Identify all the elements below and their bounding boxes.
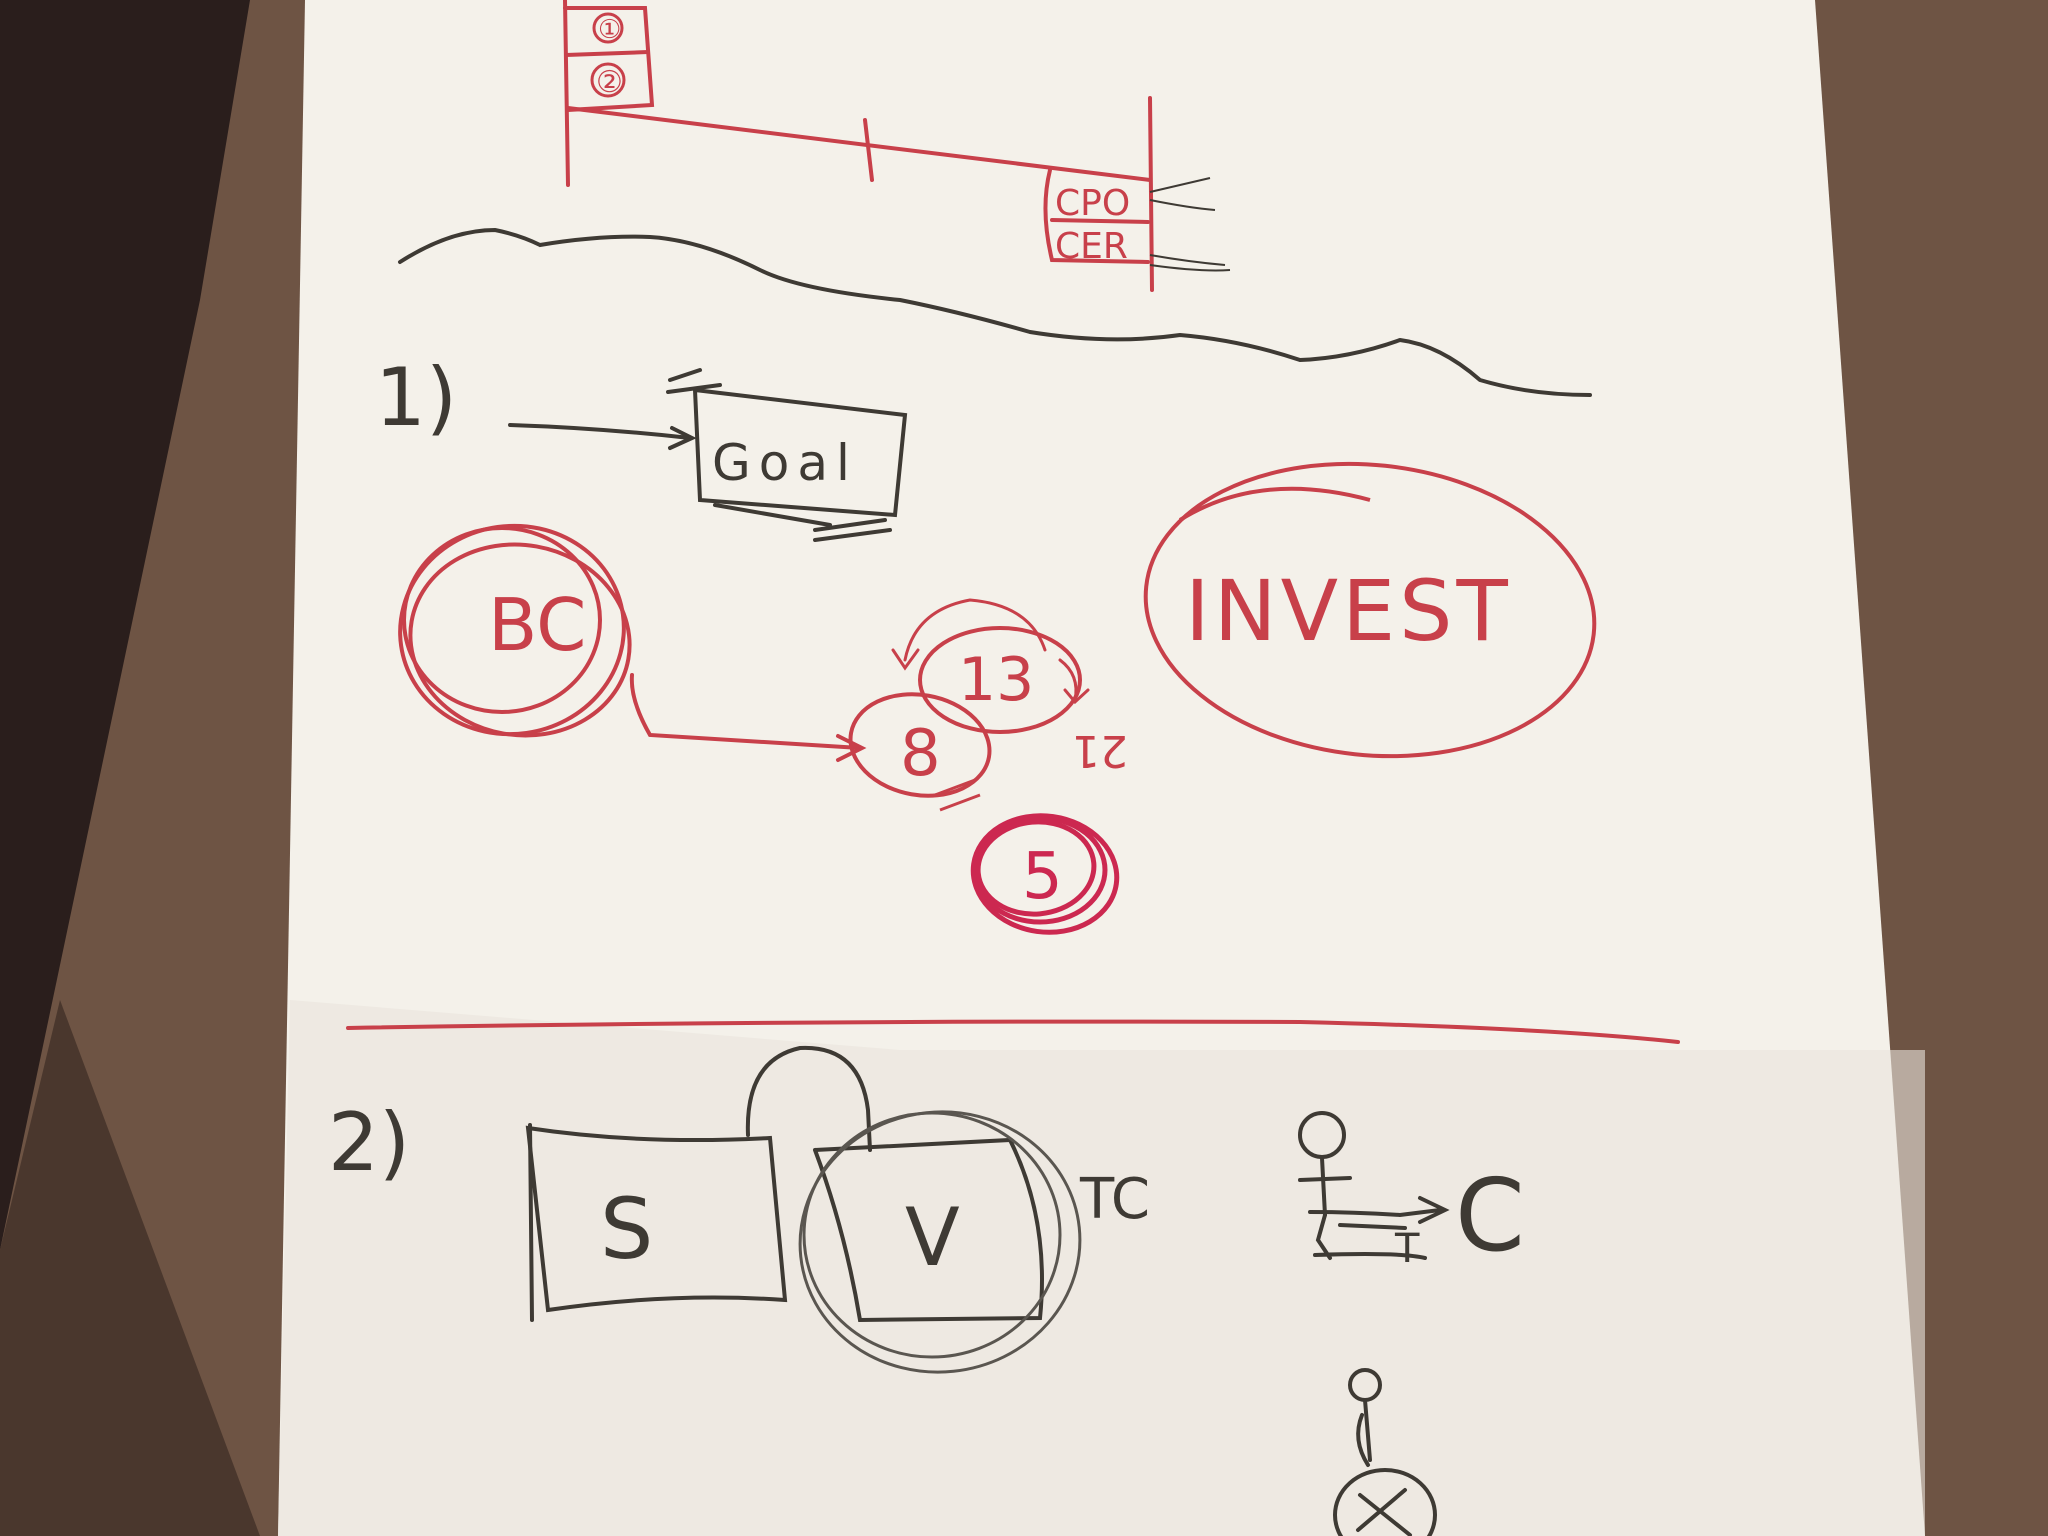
number-21-label: 21	[1072, 725, 1128, 776]
step-2-label: 2)	[328, 1096, 410, 1189]
cycle-arrows	[891, 598, 1090, 705]
marker-2-label: ②	[596, 65, 623, 100]
cer-label: CER	[1055, 226, 1128, 267]
circle-5	[970, 813, 1120, 935]
stick-figure-seated	[1298, 1111, 1450, 1260]
goal-box	[666, 368, 908, 542]
cpo-arrows	[1149, 177, 1231, 272]
circle-13	[918, 626, 1082, 734]
timeline-tick-mid	[863, 118, 874, 182]
stick-figure-wheel	[1333, 1368, 1437, 1536]
circle-8	[848, 692, 992, 798]
letter-t-label: T	[1394, 1226, 1420, 1272]
goal-label: Goal	[712, 434, 858, 492]
v-circles	[798, 1110, 1082, 1374]
marker-2-ring	[590, 62, 626, 98]
letter-s-label: S	[600, 1180, 653, 1278]
bc-label: BC	[488, 583, 586, 667]
s-box	[525, 1123, 788, 1322]
timeline-baseline	[566, 106, 1152, 182]
timeline-diagram	[563, 0, 1154, 292]
cpo-label: CPO	[1055, 183, 1130, 224]
red-divider-line	[346, 1019, 1680, 1044]
number-5-label: 5	[1022, 840, 1063, 914]
timeline-box-divider	[564, 50, 650, 57]
timeline-box-right	[563, 6, 655, 112]
letter-v-label: V	[905, 1191, 960, 1284]
invest-label: INVEST	[1185, 562, 1512, 660]
tc-label: TC	[1079, 1167, 1150, 1232]
number-13-label: 13	[958, 645, 1034, 715]
v-box	[813, 1137, 1044, 1323]
number-8-label: 8	[900, 717, 941, 791]
step-1-label: 1)	[375, 351, 457, 444]
connector-8-to-5	[934, 778, 981, 812]
goal-arrow	[508, 423, 697, 450]
bc-circle	[398, 523, 632, 738]
paper-shade	[278, 1000, 1925, 1536]
desk-shadow	[0, 1000, 260, 1536]
loop-connector	[745, 1045, 872, 1152]
timeline-right-post	[1148, 96, 1154, 292]
timeline-left-post	[563, 0, 570, 187]
marker-1-label: ①	[598, 15, 621, 45]
invest-oval	[1143, 461, 1597, 759]
timeline-cpo-divider	[1050, 218, 1150, 224]
bc-to-8-arrow	[629, 673, 867, 762]
timeline-cpo-box	[1043, 168, 1150, 264]
marker-1-ring	[592, 12, 624, 44]
wavy-separator	[398, 227, 1592, 397]
letter-c-label: C	[1455, 1157, 1525, 1274]
